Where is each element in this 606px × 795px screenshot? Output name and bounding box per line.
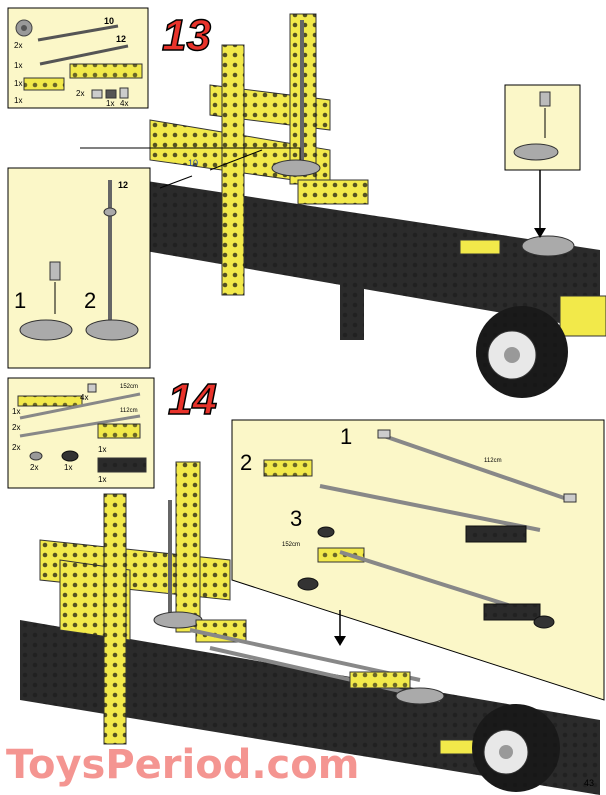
step-14-subassembly-panel bbox=[231, 419, 605, 701]
part-quantity: 4x bbox=[80, 393, 88, 402]
callout-arrow bbox=[80, 147, 301, 189]
axle-length-label: 10 bbox=[104, 16, 114, 26]
sub-step-label: 2 bbox=[84, 288, 96, 313]
part-quantity: 2x bbox=[14, 41, 22, 50]
part-quantity: 1x bbox=[64, 463, 72, 472]
part-quantity: 2x bbox=[12, 443, 20, 452]
axle-length-label: 152cm bbox=[120, 384, 138, 390]
part-quantity: 2x bbox=[12, 423, 20, 432]
sub-step-label: 1 bbox=[340, 424, 352, 449]
step-14: 152cm 112cm 1x 4x 2x 2x 1x 2x 1x 1x 14 bbox=[7, 374, 605, 795]
sub-step-label: 1 bbox=[14, 288, 26, 313]
watermark: ToysPeriod.com bbox=[6, 742, 359, 788]
step-13-detail-panel bbox=[504, 84, 581, 238]
axle-length-label: 152cm bbox=[282, 542, 300, 548]
step-13-subassembly-panel bbox=[7, 167, 151, 369]
part-quantity: 1x bbox=[12, 407, 20, 416]
step-number: 14 bbox=[168, 375, 217, 424]
part-quantity: 1x bbox=[14, 61, 22, 70]
axle-length-label: 12 bbox=[116, 34, 126, 44]
part-quantity: 4x bbox=[120, 99, 128, 108]
step-14-parts-list bbox=[7, 377, 155, 489]
axle-length-label: 12 bbox=[118, 180, 128, 190]
sub-step-label: 2 bbox=[240, 450, 252, 475]
axle-callout-label: 10 bbox=[188, 158, 198, 168]
part-quantity: 2x bbox=[76, 89, 84, 98]
axle-length-label: 112cm bbox=[484, 458, 502, 464]
part-quantity: 1x bbox=[106, 99, 114, 108]
part-quantity: 1x bbox=[14, 96, 22, 105]
part-quantity: 1x bbox=[98, 445, 106, 454]
step-14-model bbox=[20, 461, 600, 795]
part-quantity: 1x bbox=[98, 475, 106, 484]
step-13-model bbox=[140, 13, 606, 398]
part-quantity: 2x bbox=[30, 463, 38, 472]
sub-step-label: 3 bbox=[290, 506, 302, 531]
page-number: 43 bbox=[584, 778, 594, 788]
axle-length-label: 112cm bbox=[120, 408, 138, 414]
step-13: 10 12 2x 1x 1x 1x 2x 1x 4x 13 bbox=[7, 7, 606, 398]
part-quantity: 1x bbox=[14, 79, 22, 88]
step-number: 13 bbox=[162, 11, 211, 60]
step-13-parts-list bbox=[7, 7, 149, 109]
